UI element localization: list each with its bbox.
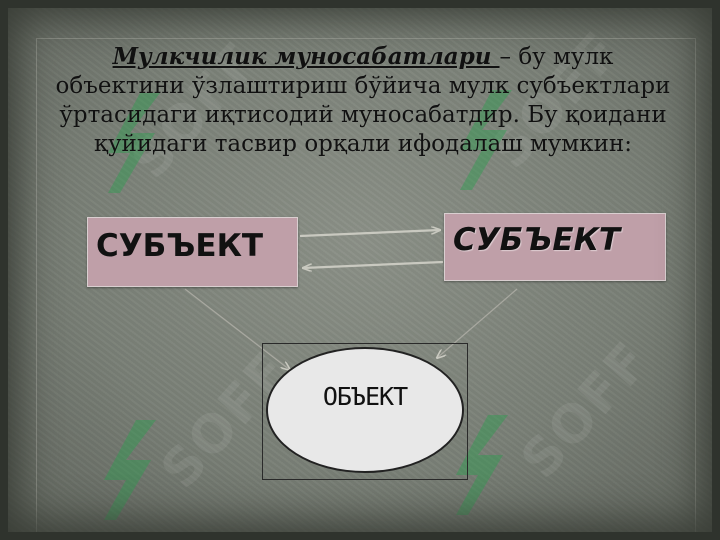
arrow-left-to-object: [184, 288, 290, 370]
subject-left-label: СУБЪЕКТ: [96, 228, 264, 264]
subject-box-right: СУБЪЕКТ: [444, 213, 666, 281]
definition-text: – бу мулк объектини ўзлаштириш бўйича му…: [55, 44, 671, 157]
soff-logo-icon: [456, 415, 508, 515]
subject-box-left: СУБЪЕКТ: [87, 217, 298, 287]
term-heading: Мулкчилик муносабатлари: [112, 43, 500, 70]
object-ellipse: [266, 347, 464, 473]
soff-logo-icon: [108, 93, 160, 193]
object-label: ОБЪЕКТ: [322, 382, 408, 411]
intro-paragraph: Мулкчилик муносабатлари – бу мулк объект…: [48, 42, 678, 159]
soff-logo-icon: [460, 90, 512, 190]
object-frame: [262, 343, 468, 480]
soff-logo-icon: [104, 420, 156, 520]
arrow-left-to-right: [299, 230, 440, 238]
subject-right-label: СУБЪЕКТ: [453, 222, 621, 258]
arrow-right-to-object: [437, 288, 518, 358]
arrow-right-to-left: [303, 260, 444, 268]
